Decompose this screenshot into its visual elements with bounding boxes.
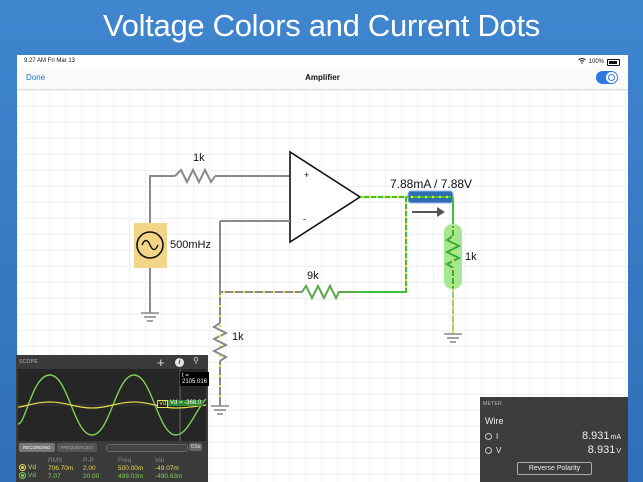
resistor-ground[interactable] <box>211 322 229 362</box>
add-trace-button[interactable]: + <box>157 355 165 370</box>
table-row[interactable]: Vd 706.70m 2.00 500.00m -49.07m <box>19 464 187 472</box>
r-load-label: 1k <box>465 251 477 263</box>
vd-value-tag: Vd = -368.0 <box>168 400 204 406</box>
r-feedback-label: 9k <box>307 270 319 282</box>
source-label: 500mHz <box>170 239 211 251</box>
meter-element-name: Wire <box>485 416 504 426</box>
meter-value-text: 8.931 <box>587 444 616 456</box>
trace-name: Vd <box>28 472 36 480</box>
status-bar: 9:27 AM Fri Mar 13 100% <box>17 55 628 67</box>
scope-stats-table: RMS P-P Freq Val Vd 706.70m 2.00 500.00m… <box>19 456 187 480</box>
trace-name-cell: Vd <box>19 472 48 480</box>
meter-row-current[interactable]: I 8.931mA <box>485 430 621 442</box>
timebase-slider[interactable] <box>106 444 188 452</box>
reverse-polarity-button[interactable]: Reverse Polarity <box>517 462 592 475</box>
battery-percent: 100% <box>588 59 604 65</box>
rms-cell: 706.70m <box>48 464 74 472</box>
status-time: 9:27 AM Fri Mar 13 <box>24 58 76 64</box>
pp-cell: 2.00 <box>83 464 96 472</box>
col-val: Val <box>155 456 164 464</box>
resistor-input[interactable] <box>174 167 216 185</box>
meter-label-text: I <box>496 432 499 441</box>
timebase-button[interactable]: 0.5s <box>189 443 203 451</box>
radio-icon <box>485 447 492 455</box>
current-arrow-icon <box>412 207 445 217</box>
done-button[interactable]: Done <box>26 73 46 82</box>
pp-cell: 20.00 <box>83 472 100 480</box>
meter-value-text: 8.931 <box>581 430 610 442</box>
circuit-title: Amplifier <box>305 73 340 82</box>
meter-header: METER <box>483 401 502 407</box>
trace-radio-icon <box>19 472 26 480</box>
val-cell: -49.07m <box>155 464 179 472</box>
meter-row-voltage[interactable]: V 8.931V <box>485 444 621 456</box>
scope-header: SCOPE <box>19 359 39 365</box>
meter-label-current: I <box>485 432 498 441</box>
wifi-icon <box>577 58 586 66</box>
status-right: 100% <box>577 58 620 66</box>
val-cell: -490.63m <box>155 472 183 480</box>
rms-cell: 7.07 <box>48 472 61 480</box>
freq-cell: 499.03m <box>118 472 144 480</box>
resistor-load[interactable] <box>444 226 462 288</box>
resistor-feedback[interactable] <box>301 283 359 301</box>
wire-feedback-up[interactable] <box>359 197 407 293</box>
col-freq: Freq <box>118 456 132 464</box>
trace-name: Vd <box>28 464 36 472</box>
freq-cell: 500.00m <box>118 464 144 472</box>
opamp-plus-label: + <box>304 170 310 180</box>
ground-source-icon <box>141 312 159 322</box>
meter-unit: V <box>616 448 621 455</box>
meter-value-current: 8.931mA <box>582 430 621 442</box>
trace-name-cell: Vd <box>19 464 48 472</box>
r-input-label: 1k <box>193 152 205 164</box>
battery-icon <box>607 58 620 66</box>
meter-label-text: V <box>496 446 502 455</box>
time-cursor-label: t = 2105.016 <box>180 372 210 386</box>
col-rms: RMS <box>48 456 63 464</box>
info-icon[interactable]: i <box>175 358 184 367</box>
op-amp[interactable] <box>289 150 362 244</box>
trace-radio-icon <box>19 464 26 472</box>
simulation-toggle[interactable] <box>596 71 618 84</box>
col-name <box>19 456 48 464</box>
ground-resistor-icon <box>211 405 229 415</box>
col-pp: P-P <box>83 456 94 464</box>
ac-source[interactable] <box>136 231 164 259</box>
meter-value-voltage: 8.931V <box>588 444 621 456</box>
stats-header-row: RMS P-P Freq Val <box>19 456 187 464</box>
toggle-knob <box>606 72 617 83</box>
tab-frequencies[interactable]: FREQUENCIES <box>56 443 98 452</box>
scope-tabs: RECORDING FREQUENCIES <box>19 443 98 452</box>
wire-input-top[interactable] <box>149 175 175 240</box>
table-row[interactable]: Vd 7.07 20.00 499.03m -490.63m <box>19 472 187 480</box>
opamp-minus-label: - <box>303 214 306 224</box>
trace-vd-yellow <box>17 401 207 409</box>
radio-icon <box>485 433 492 441</box>
scope-panel[interactable]: SCOPE + i ⚲ t = 2105.016 Vd Vd = -368.0 … <box>16 355 210 482</box>
meter-label-voltage: V <box>485 446 501 455</box>
probe-reading-label: 7.88mA / 7.88V <box>390 177 473 191</box>
meter-panel[interactable]: METER Wire I 8.931mA V 8.931V Reverse Po… <box>480 397 628 482</box>
magnify-icon[interactable]: ⚲ <box>193 356 199 365</box>
ground-load-icon <box>444 333 462 343</box>
sine-icon <box>141 239 159 251</box>
circuit-diagram <box>134 150 462 415</box>
vd-trace-tag: Vd <box>157 400 169 408</box>
meter-unit: mA <box>610 434 622 441</box>
page-headline: Voltage Colors and Current Dots <box>103 8 540 43</box>
trace-vd-green <box>17 374 207 436</box>
tab-recording[interactable]: RECORDING <box>19 443 55 452</box>
r-ground-label: 1k <box>232 331 244 343</box>
navigation-bar: Done Amplifier <box>17 67 628 90</box>
